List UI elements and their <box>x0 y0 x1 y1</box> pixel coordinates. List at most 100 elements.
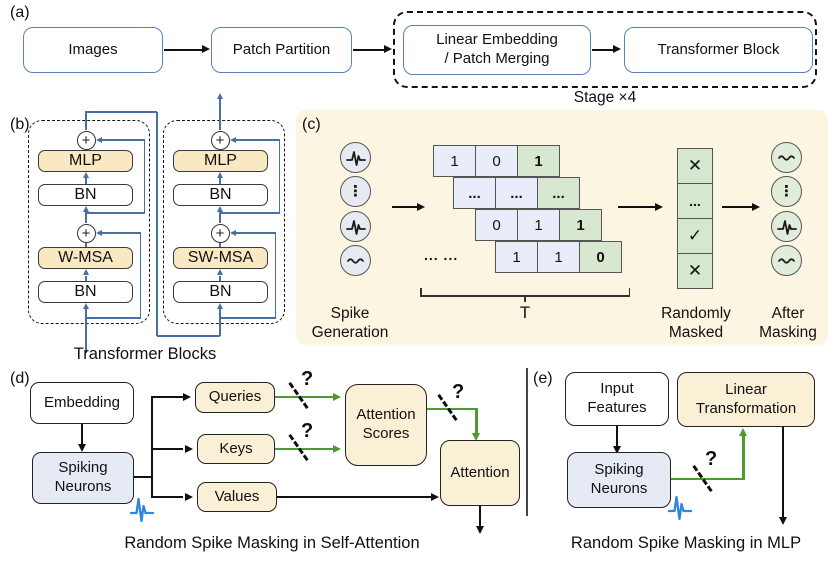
randomly-masked-label: Randomly Masked <box>661 305 731 341</box>
arrowhead <box>77 444 86 452</box>
connector-line <box>353 48 384 51</box>
residual-add-icon: + <box>76 130 96 150</box>
arrowhead <box>472 433 481 441</box>
images-box: Images <box>23 27 163 73</box>
embedding-box: Embedding <box>30 382 134 424</box>
panel-e-caption: Random Spike Masking in MLP <box>570 534 802 552</box>
mask-ellipsis-cell: ... <box>677 183 713 219</box>
arrowhead <box>216 172 223 178</box>
arrowhead <box>82 303 89 309</box>
arrowhead <box>230 136 236 143</box>
connector-line <box>151 396 153 498</box>
after-masking-label: After Masking <box>759 305 817 341</box>
connector-line <box>152 496 183 498</box>
panel-e-label: (e) <box>533 370 553 387</box>
mlp-box-right: MLP <box>173 150 268 172</box>
spike-cell-masked: 0 <box>579 241 622 273</box>
attention-box: Attention <box>440 440 520 506</box>
spike-waveform-icon <box>340 211 371 242</box>
panel-c-label: (c) <box>302 116 321 133</box>
decorative <box>129 497 155 523</box>
connector-line <box>219 309 221 336</box>
spike-waveform-icon <box>340 142 371 173</box>
spike-cell: ... <box>495 177 538 209</box>
ellipsis-label: ... ... <box>424 247 459 263</box>
decorative <box>667 495 693 521</box>
decorative <box>777 154 795 161</box>
connector-line <box>479 506 481 526</box>
arrowhead <box>613 45 621 53</box>
arrowhead <box>82 269 89 275</box>
decorative <box>345 219 366 235</box>
connector-line <box>236 139 280 141</box>
queries-box: Queries <box>195 382 275 413</box>
arrowhead <box>752 202 760 211</box>
arrowhead <box>655 202 663 211</box>
connector-line <box>616 426 618 446</box>
connector-line <box>722 206 752 208</box>
connector-line <box>85 212 87 223</box>
arrowhead <box>82 172 89 178</box>
arrowhead <box>96 136 102 143</box>
connector-line <box>85 275 87 281</box>
patch-partition-box: Patch Partition <box>211 27 352 73</box>
decorative <box>776 219 797 235</box>
arrowhead <box>96 229 102 236</box>
connector-line <box>220 212 280 214</box>
spike-cell: 0 <box>475 209 518 241</box>
spike-cell: 1 <box>495 241 538 273</box>
arrowhead <box>612 446 621 454</box>
connector-line <box>102 139 145 141</box>
decorative <box>346 257 364 264</box>
decorative <box>777 257 795 264</box>
spike-cell: 1 <box>537 241 580 273</box>
decorative <box>776 219 797 235</box>
bn-box-left-top: BN <box>38 184 133 206</box>
mask-cross-cell: ✕ <box>677 148 713 184</box>
decorative <box>777 154 795 161</box>
panel-divider <box>526 368 528 516</box>
timestep-label: T <box>519 303 531 322</box>
keys-box: Keys <box>197 434 275 464</box>
spiking-neurons-box: Spiking Neurons <box>32 452 134 504</box>
connector-line <box>164 48 202 51</box>
wave-icon <box>771 245 802 276</box>
arrowhead <box>82 206 89 212</box>
connector-line <box>420 288 422 296</box>
attention-scores-box: Attention Scores <box>345 384 427 466</box>
transformer-block-box: Transformer Block <box>624 27 813 73</box>
mlp-box-left: MLP <box>38 150 133 172</box>
connector-line <box>143 140 146 213</box>
connector-line <box>157 335 220 337</box>
connector-line <box>152 396 183 398</box>
wave-icon <box>340 245 371 276</box>
decorative: ⋮ <box>779 183 794 200</box>
arrowhead <box>183 392 191 401</box>
swmsa-box: SW-MSA <box>173 247 268 269</box>
decorative <box>345 219 366 235</box>
arrowhead <box>333 444 341 453</box>
panel-b-label: (b) <box>10 116 30 133</box>
question-mark: ? <box>301 368 314 390</box>
bn-box-left-bottom: BN <box>38 281 133 303</box>
decorative <box>346 257 364 264</box>
spike-cell: ... <box>453 177 496 209</box>
question-mark: ? <box>301 420 314 442</box>
values-box: Values <box>197 482 277 512</box>
spike-cell: 1 <box>517 209 560 241</box>
connector-line <box>81 424 83 444</box>
stage-dashed-container <box>393 11 817 88</box>
connector-line <box>85 243 87 247</box>
connector-line <box>86 317 141 319</box>
connector-line <box>278 140 281 213</box>
decorative <box>345 150 366 166</box>
arrowhead <box>216 93 223 99</box>
connector-line <box>628 288 630 296</box>
connector-line <box>219 243 221 247</box>
decorative <box>667 495 693 521</box>
connector-line <box>219 178 221 184</box>
connector-line <box>236 232 276 234</box>
arrowhead <box>185 492 193 501</box>
linear-transformation-box: Linear Transformation <box>677 372 815 427</box>
connector-line <box>220 317 276 319</box>
